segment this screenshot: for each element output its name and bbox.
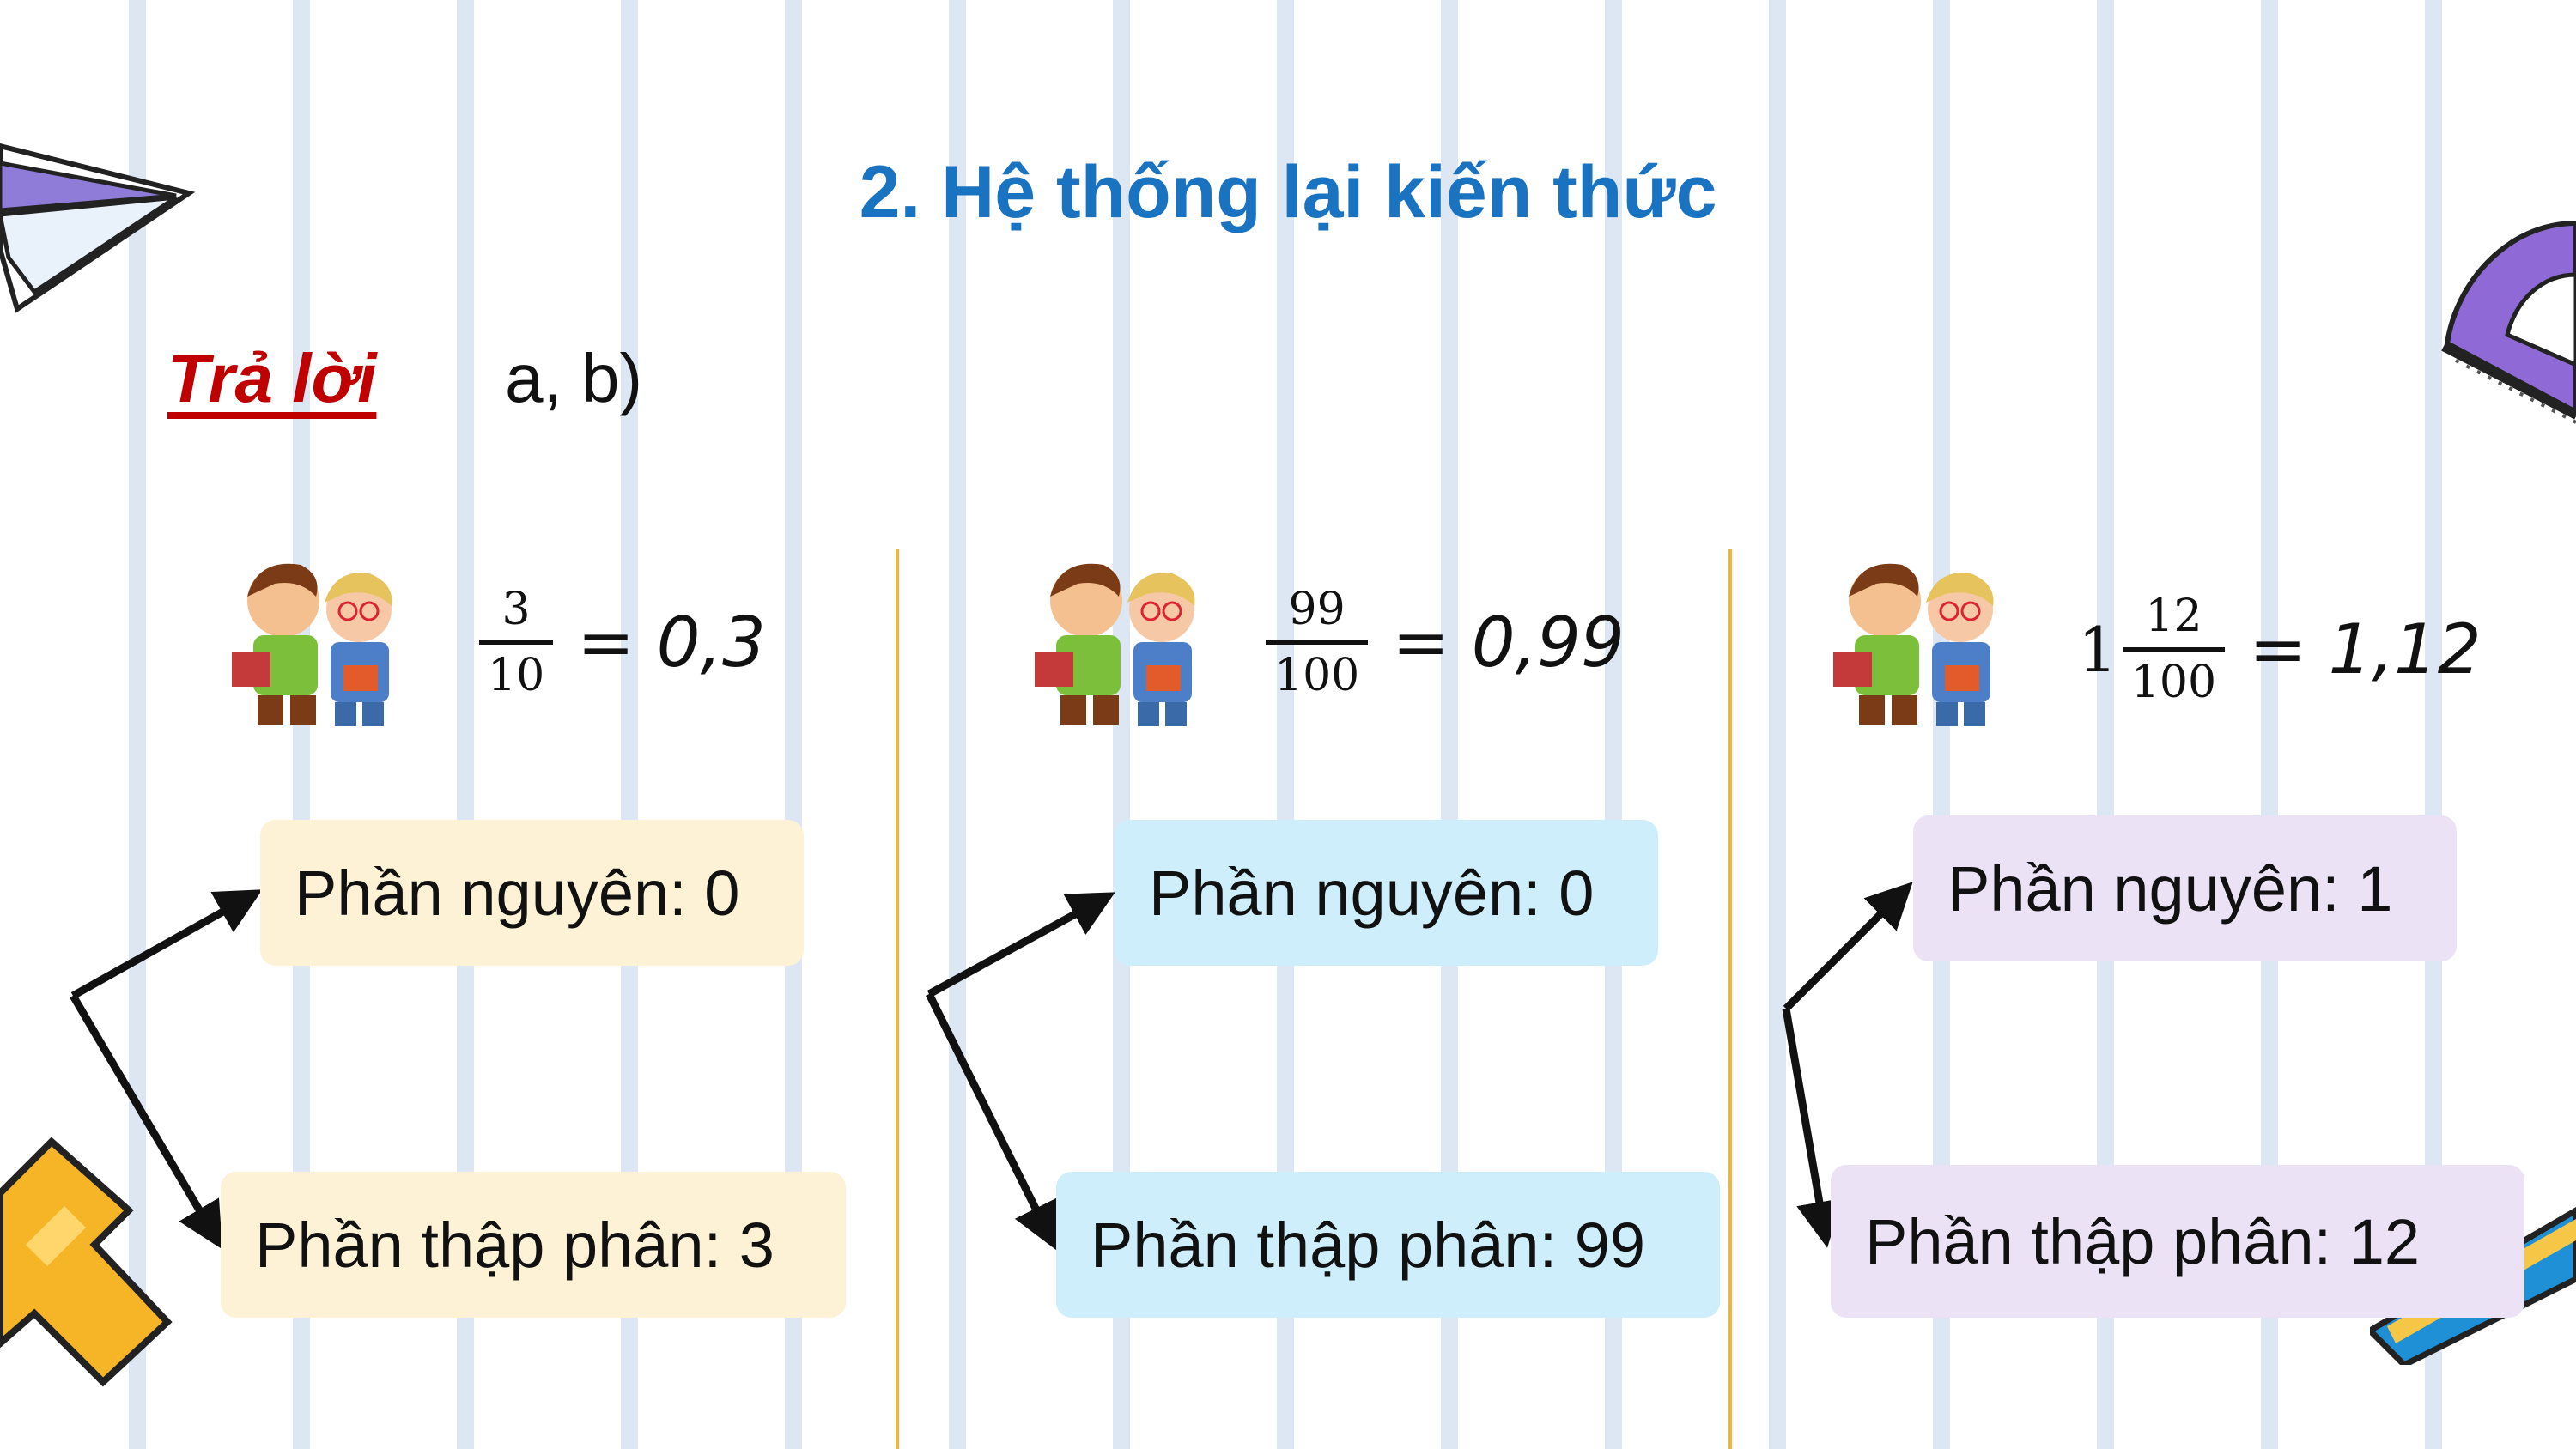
integer-part-box-3: Phần nguyên: 1 — [1913, 815, 2457, 961]
fraction-bar — [2122, 647, 2226, 652]
fraction-denominator: 10 — [488, 650, 545, 701]
decimal-part-box-1: Phần thập phân: 3 — [221, 1172, 846, 1318]
decimal-equals: = 0,3 — [577, 603, 766, 682]
branch-arrows-1 — [70, 889, 263, 1250]
column-divider — [1728, 549, 1732, 1449]
fraction-numerator: 3 — [501, 584, 531, 635]
answer-label: Trả lời — [167, 340, 377, 416]
decimal-part-text: Phần thập phân: 12 — [1865, 1205, 2421, 1277]
t-square-sticker — [0, 1137, 173, 1387]
protractor-sticker — [2441, 220, 2576, 424]
integer-part-text: Phần nguyên: 0 — [1149, 857, 1595, 929]
page-title: 2. Hệ thống lại kiến thức — [859, 151, 1717, 233]
kids-illustration — [232, 563, 392, 726]
kids-illustration — [1833, 563, 1994, 726]
fraction-numerator: 12 — [2145, 591, 2202, 642]
integer-part-text: Phần nguyên: 0 — [295, 857, 740, 929]
fraction-equation-1: 3 10 = 0,3 — [474, 584, 766, 701]
decimal-part-text: Phần thập phân: 99 — [1091, 1209, 1646, 1281]
decimal-equals: = 0,99 — [1392, 603, 1625, 682]
integer-part-box-1: Phần nguyên: 0 — [260, 820, 804, 966]
fraction-whole: 1 — [2078, 613, 2117, 686]
decimal-part-box-2: Phần thập phân: 99 — [1056, 1172, 1720, 1318]
branch-arrows-3 — [1782, 882, 1913, 1248]
fraction-bar — [479, 640, 554, 645]
answer-parts: a, b) — [505, 340, 643, 416]
column-divider — [896, 549, 899, 1449]
branch-arrows-2 — [925, 892, 1115, 1251]
fraction-equation-3: 1 12 100 = 1,12 — [2078, 591, 2482, 708]
integer-part-text: Phần nguyên: 1 — [1947, 852, 2393, 925]
paper-plane-sticker — [0, 142, 196, 313]
integer-part-box-2: Phần nguyên: 0 — [1115, 820, 1658, 966]
decimal-part-text: Phần thập phân: 3 — [255, 1209, 775, 1281]
fraction-denominator: 100 — [2130, 657, 2217, 708]
fraction-bar — [1266, 640, 1369, 645]
fraction-equation-2: 99 100 = 0,99 — [1261, 584, 1625, 701]
kids-illustration — [1035, 563, 1195, 726]
decimal-equals: = 1,12 — [2249, 609, 2482, 689]
fraction-numerator: 99 — [1288, 584, 1346, 635]
fraction-denominator: 100 — [1274, 650, 1360, 701]
decimal-part-box-3: Phần thập phân: 12 — [1831, 1165, 2524, 1318]
